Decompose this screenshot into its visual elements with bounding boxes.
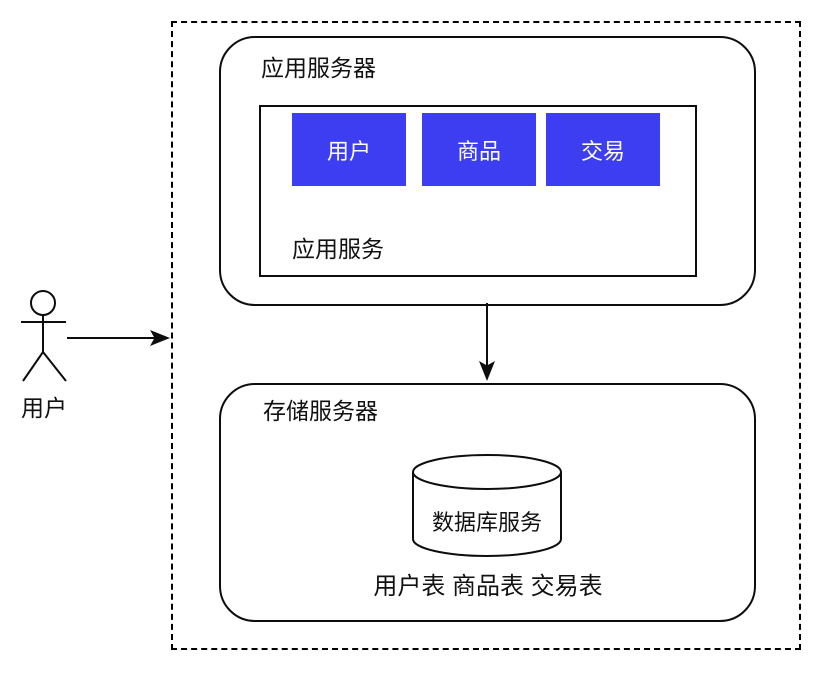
user-to-app-arrow: [67, 330, 170, 346]
storage-server-box: 存储服务器: [219, 383, 756, 622]
user-actor-icon: [21, 290, 67, 382]
app-server-label: 应用服务器: [261, 55, 376, 81]
module-trade: 交易: [546, 113, 660, 186]
app-server-box: 应用服务器 用户 商品 交易 应用服务: [219, 36, 756, 306]
database-service-label: 数据库服务: [431, 510, 542, 535]
storage-server-label: 存储服务器: [263, 398, 378, 424]
tables-label: 用户表 商品表 交易表: [373, 573, 603, 600]
user-actor-label: 用户: [21, 395, 67, 421]
system-boundary: [171, 21, 801, 650]
app-service-group-label: 应用服务: [292, 236, 384, 262]
app-service-group-box: 用户 商品 交易 应用服务: [259, 105, 697, 277]
actor-head: [30, 290, 56, 316]
module-product: 商品: [422, 113, 536, 186]
arrowhead-right: [150, 330, 170, 346]
actor-left-leg: [22, 351, 44, 382]
module-user: 用户: [292, 113, 406, 186]
actor-right-leg: [42, 351, 67, 382]
